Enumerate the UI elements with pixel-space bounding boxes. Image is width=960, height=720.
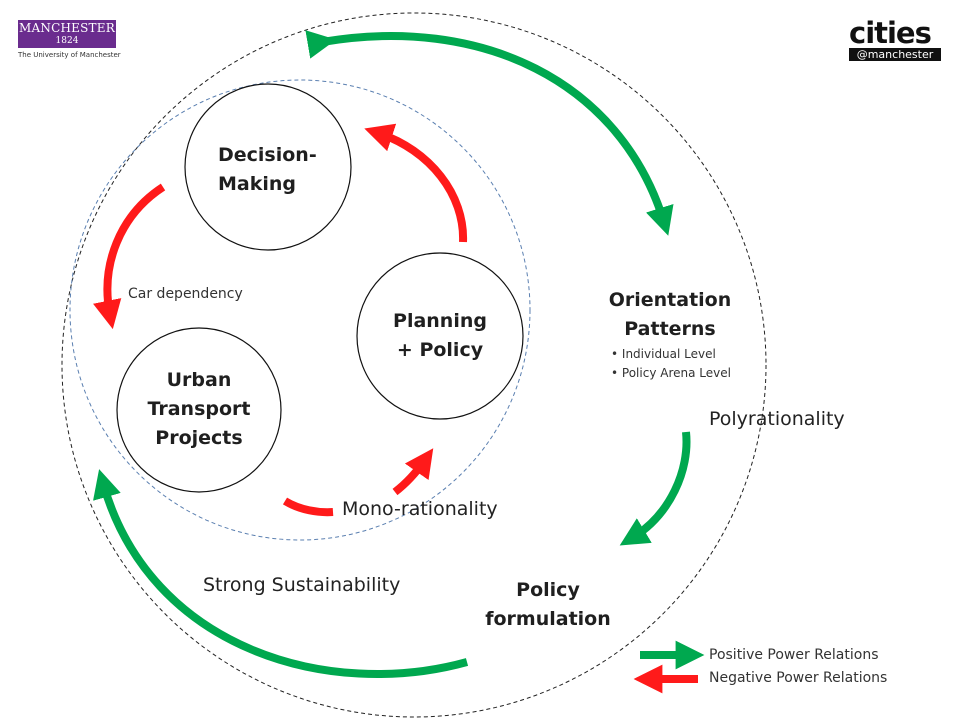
mono-rationality-label: Mono-rationality [342, 498, 498, 520]
legend-negative-label: Negative Power Relations [709, 670, 888, 686]
legend-positive-label: Positive Power Relations [709, 647, 879, 663]
outer-boundary-ring [61, 12, 767, 718]
manchester-logo-word: MANCHESTER [19, 21, 115, 35]
inner-boundary-ring [69, 79, 531, 541]
orientation-levels-list: Individual Level Policy Arena Level [611, 345, 731, 383]
cities-manchester-logo: cities @manchester [849, 18, 941, 62]
red-arrow-mono-to-planning [392, 448, 434, 496]
red-arrow-decision-to-transport [93, 183, 166, 330]
cities-logo-subtitle: @manchester [849, 48, 941, 61]
red-arrow-planning-to-decision [364, 123, 468, 243]
decision-making-label: Decision-Making [218, 144, 317, 195]
urban-transport-circle [116, 327, 282, 493]
university-of-manchester-logo: MANCHESTER 1824 The University of Manche… [18, 20, 121, 62]
polyrationality-label: Polyrationality [709, 408, 845, 430]
green-arrow-policy-to-transport [93, 469, 469, 679]
manchester-logo-year: 1824 [55, 36, 79, 46]
car-dependency-label: Car dependency [128, 286, 243, 302]
manchester-logo-subtitle: The University of Manchester [18, 51, 121, 59]
orientation-level-item: Individual Level [611, 345, 731, 364]
manchester-logo-badge: MANCHESTER 1824 [18, 20, 116, 48]
planning-policy-circle [356, 252, 524, 420]
planning-policy-label: Planning+ Policy [393, 310, 487, 361]
green-arrow-polyrationality-to-policy [619, 431, 691, 546]
red-arrow-transport-to-planning [282, 497, 334, 517]
cities-logo-word: cities [849, 16, 932, 50]
orientation-level-item: Policy Arena Level [611, 364, 731, 383]
strong-sustainability-label: Strong Sustainability [203, 574, 401, 596]
green-arrow-top-double [305, 30, 674, 236]
